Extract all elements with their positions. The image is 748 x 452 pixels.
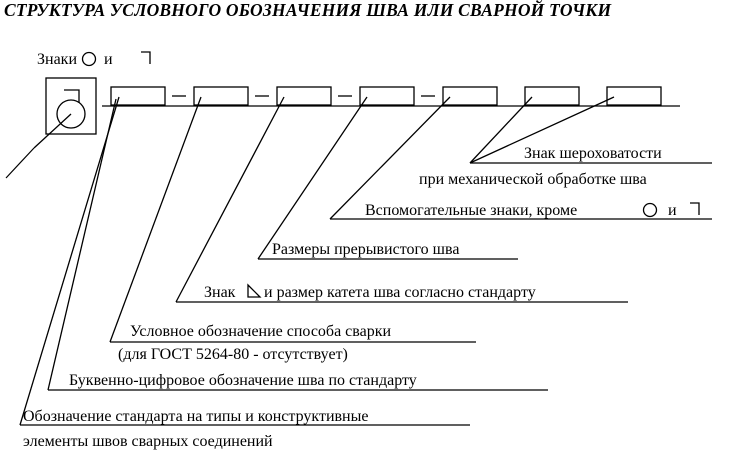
- leader-line-standard: [19, 96, 120, 426]
- field-box-2: [193, 86, 249, 106]
- label-alnum: Буквенно-цифровое обозначение шва по ста…: [69, 372, 417, 389]
- field-box-7: [606, 86, 662, 106]
- label-leg-suffix: и размер катета шва согласно стандарту: [264, 284, 536, 301]
- label-leg-prefix: Знак: [204, 284, 236, 301]
- fillet-triangle-icon: [247, 283, 262, 298]
- leader-line-leg: [175, 96, 285, 303]
- field-box-4: [359, 86, 415, 106]
- signs-label-conj: и: [104, 51, 113, 68]
- label-roughness-line1: Знак шероховатости: [524, 145, 662, 162]
- field-box-3: [276, 86, 332, 106]
- field-box-6: [524, 86, 580, 106]
- leader-arrow-line: [33, 113, 72, 149]
- leader-line-intermittent: [257, 96, 368, 260]
- circle-sign-icon: [642, 202, 658, 218]
- circle-sign-icon: [56, 99, 86, 129]
- label-aux-signs-conj: и: [668, 202, 677, 219]
- leader-line-roughness-2: [469, 96, 615, 164]
- corner-sign-icon: [64, 89, 80, 103]
- label-standard-line2: элементы швов сварных соединений: [23, 433, 273, 450]
- signs-label-prefix: Знаки: [37, 51, 77, 68]
- label-method-line2: (для ГОСТ 5264-80 - отсутствует): [118, 346, 348, 363]
- field-box-1: [110, 86, 166, 106]
- circle-sign-icon: [81, 51, 97, 67]
- leader-line-aux: [329, 96, 451, 220]
- diagram-title: СТРУКТУРА УСЛОВНОГО ОБОЗНАЧЕНИЯ ШВА ИЛИ …: [4, 0, 612, 20]
- label-standard-line1: Обозначение стандарта на типы и конструк…: [23, 408, 368, 425]
- label-roughness-line2: при механической обработке шва: [419, 171, 647, 188]
- label-method-line1: Условное обозначение способа сварки: [130, 323, 391, 340]
- corner-sign-icon: [690, 202, 700, 215]
- leader-line-method: [109, 96, 202, 343]
- label-intermittent: Размеры прерывистого шва: [272, 241, 459, 258]
- label-aux-signs: Вспомогательные знаки, кроме: [365, 202, 577, 219]
- sign-box: [45, 77, 97, 135]
- arrowhead-icon: [5, 147, 35, 179]
- corner-sign-icon: [141, 51, 151, 64]
- leader-line-roughness-1: [469, 96, 533, 164]
- field-box-5: [442, 86, 498, 106]
- leader-line-alnum: [47, 98, 117, 391]
